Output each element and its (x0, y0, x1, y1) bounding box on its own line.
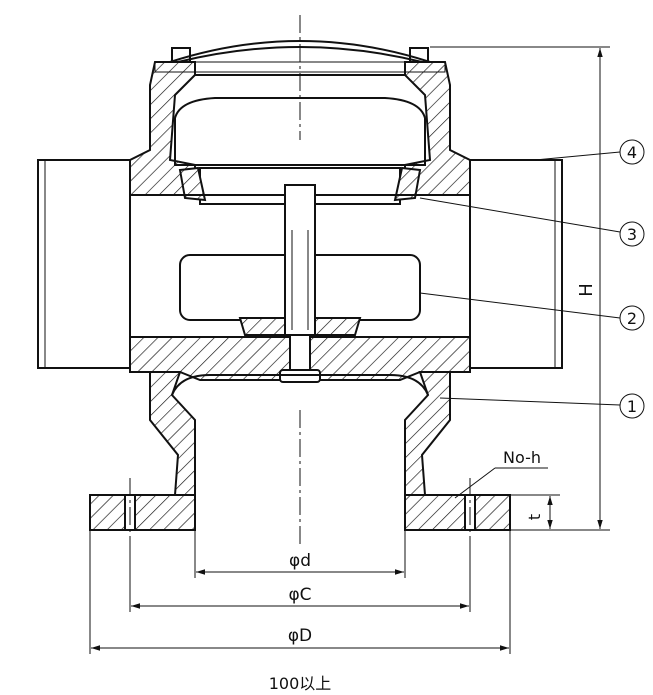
leader-lines (419, 151, 621, 499)
dimension-bolt-circle: φC (129, 545, 471, 612)
dimension-inner-diameter: φd (194, 530, 406, 578)
svg-text:t: t (525, 514, 544, 520)
svg-text:φC: φC (288, 585, 311, 605)
dimension-flange-thickness: t (510, 494, 560, 529)
dimension-height: H (430, 46, 610, 531)
svg-text:2: 2 (627, 309, 637, 328)
footnote: 100以上 (269, 674, 332, 693)
balloon-part-1: 1 (619, 393, 645, 419)
svg-text:3: 3 (627, 225, 637, 244)
balloon-part-4: 4 (619, 139, 645, 165)
svg-text:φD: φD (288, 626, 312, 646)
svg-text:4: 4 (627, 143, 637, 162)
center-lines (129, 15, 471, 545)
lower-chamber (171, 374, 429, 396)
svg-text:H: H (576, 283, 597, 297)
bolt-holes-label: No-h (503, 448, 541, 467)
dimension-outer-diameter: φD (89, 530, 511, 654)
svg-text:φd: φd (289, 551, 311, 571)
balloon-part-2: 2 (619, 305, 645, 331)
balloon-part-3: 3 (619, 221, 645, 247)
svg-text:1: 1 (627, 397, 637, 416)
